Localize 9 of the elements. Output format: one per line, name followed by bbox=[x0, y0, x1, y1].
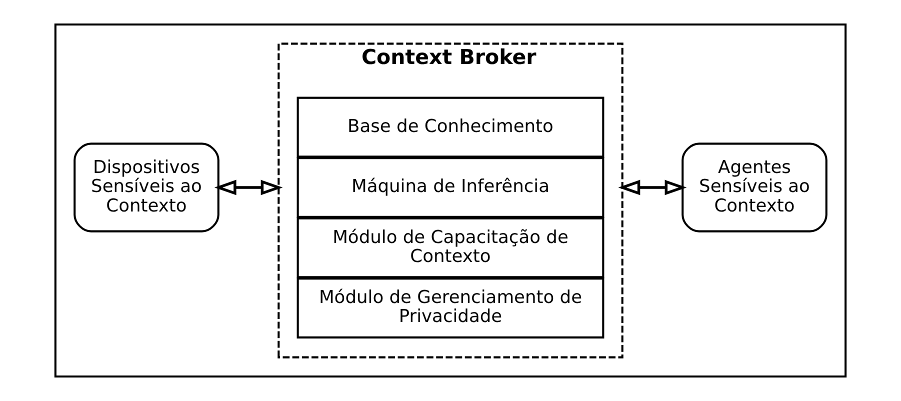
node-box: Dispositivos Sensíveis ao Contexto bbox=[74, 142, 220, 232]
node-box: Agentes Sensíveis ao Contexto bbox=[682, 142, 828, 232]
node-box: Máquina de Inferência bbox=[296, 157, 604, 218]
node-box: Módulo de Capacitação de Contexto bbox=[296, 217, 604, 278]
arrow bbox=[214, 180, 283, 196]
node-box: Módulo de Gerenciamento de Privacidade bbox=[296, 278, 604, 338]
node-box: Base de Conhecimento bbox=[296, 96, 604, 158]
arrow bbox=[618, 180, 687, 196]
cluster bbox=[54, 24, 847, 378]
